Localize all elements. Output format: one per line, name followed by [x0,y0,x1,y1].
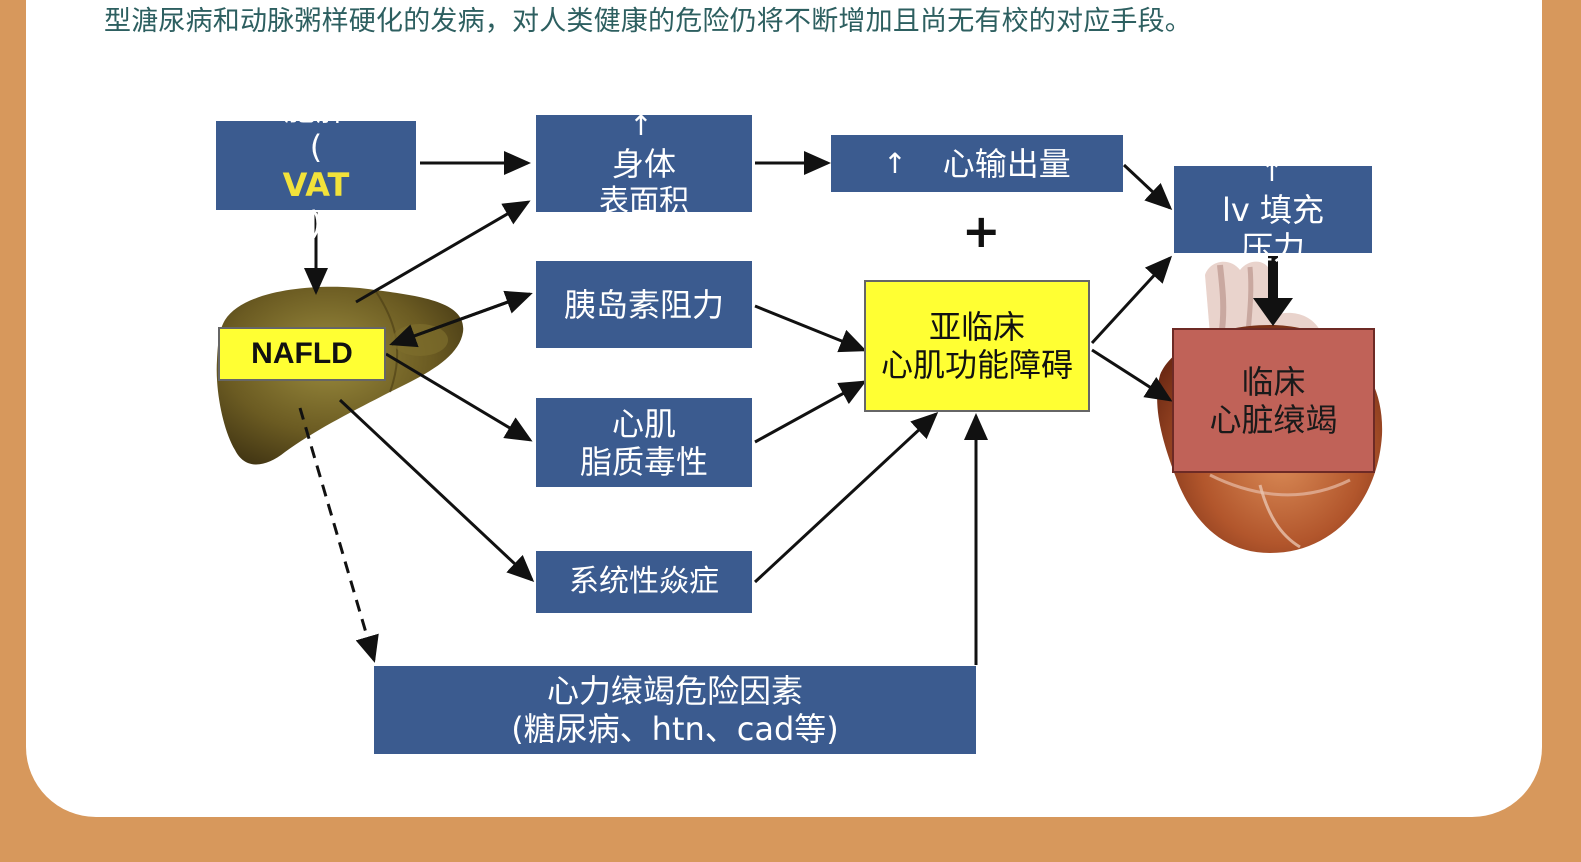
body-surface-label2: 表面积 [599,183,689,219]
insulin-resistance-label: 胰岛素阻力 [563,285,724,324]
lv-filling-box: ↑ lv 填充 压力 [1174,155,1372,267]
lipotoxicity-label2: 脂质毒性 [579,442,708,481]
subclinical-label1: 亚临床 [928,308,1025,346]
inflammation-box: 系统性焱症 [536,551,752,613]
cardiac-output-box: ↑ 心输出量 [831,135,1123,192]
cardiac-output-label: 心输出量 [942,144,1071,183]
lv-filling-line1: ↑ lv 填充 [1222,153,1324,229]
subclinical-box: 亚临床 心肌功能障碍 [864,280,1090,412]
lipotoxicity-label1: 心肌 [611,404,676,443]
insulin-resistance-box: 胰岛素阻力 [536,261,752,348]
inflammation-label: 系统性焱症 [569,564,719,599]
clinical-hf-label2: 心脏缞竭 [1209,400,1338,439]
obesity-label: 肥胖 [283,89,348,128]
vat-label: VAT [282,165,350,204]
up-arrow-icon: ↑ [1260,154,1284,188]
risk-factors-label2: (糖尿病、htn、cad等) [511,710,839,748]
risk-factors-label1: 心力缞竭危险因素 [546,672,803,710]
lv-filling-label2: 压力 [1240,228,1305,267]
paren-open: ( [309,127,323,166]
clinical-hf-label1: 临床 [1241,362,1306,401]
lv-filling-label: lv 填充 [1221,190,1324,229]
clinical-hf-box: 临床 心脏缞竭 [1172,328,1375,473]
obesity-vat-line: (VAT) [283,128,350,242]
subclinical-label2: 心肌功能障碍 [880,346,1073,384]
lipotoxicity-box: 心肌 脂质毒性 [536,398,752,487]
body-surface-line1: ↑ 身体 [612,107,676,183]
up-arrow-icon: ↑ [629,108,653,142]
intro-text: 型溏尿病和动脉粥样硬化的发病，对人类健康的危险仍将不断增加且尚无有校的对应手段。 [104,6,1192,37]
nafld-label: NAFLD [251,337,353,370]
up-arrow-icon: ↑ [883,147,907,180]
plus-sign: + [962,204,1001,258]
body-surface-box: ↑ 身体 表面积 [536,109,752,219]
nafld-box: NAFLD [218,327,386,381]
paren-close: ) [309,203,323,242]
risk-factors-box: 心力缞竭危险因素 (糖尿病、htn、cad等) [374,666,976,754]
body-surface-label: 身体 [611,144,676,183]
obesity-box: 肥胖 (VAT) [216,90,416,242]
